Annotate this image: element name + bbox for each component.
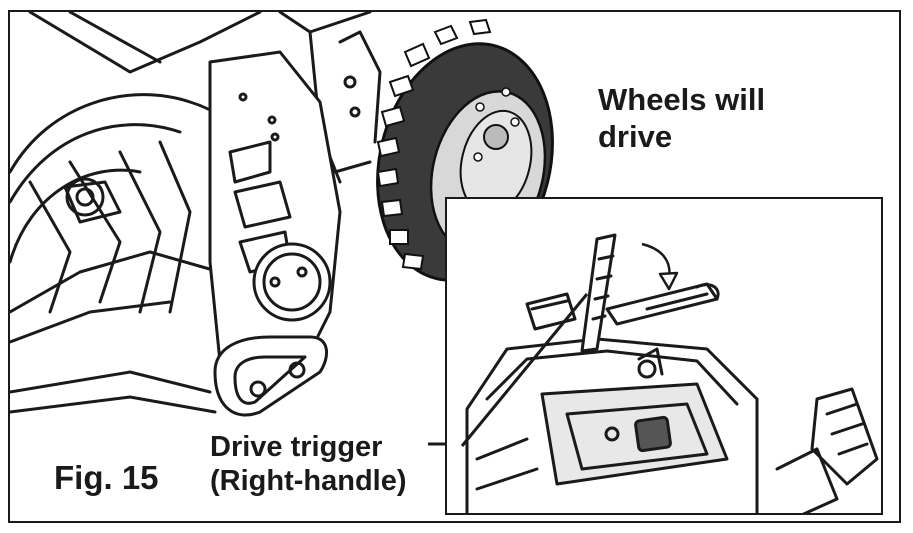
inset-panel [445,197,883,515]
figure-number: Fig. 15 [54,459,159,496]
trigger-label-line-2: (Right-handle) [210,465,407,498]
curved-arrow-icon [641,242,679,291]
drive-trigger-label: Drive trigger (Right-handle) [210,430,407,498]
wheels-label-line-1: Wheels will [598,82,766,117]
figure-frame: Wheels will drive Drive trigger (Right-h… [8,10,901,523]
leader-line-inset [460,293,589,447]
handle-drive-trigger-illustration [460,233,879,513]
trigger-label-line-1: Drive trigger [210,431,383,463]
wheels-label-line-2: drive [598,118,673,154]
wheels-will-drive-label: Wheels will drive [598,82,765,155]
